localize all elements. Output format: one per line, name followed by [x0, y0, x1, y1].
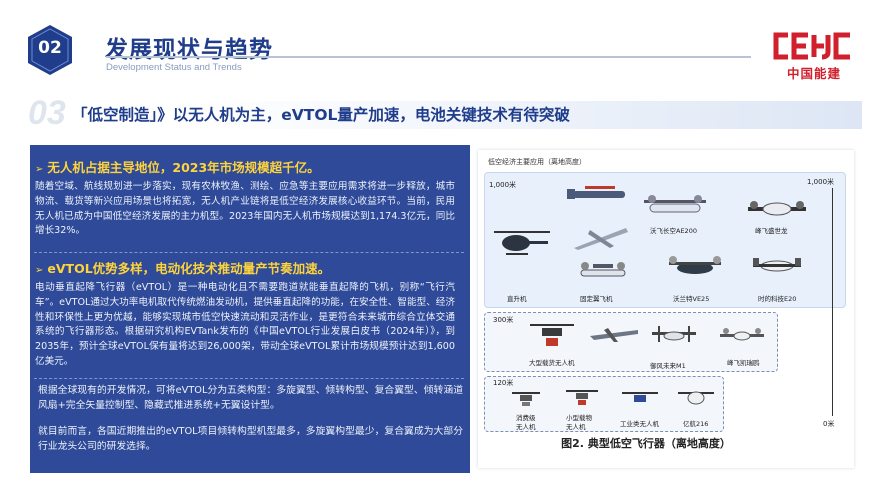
label-ve25: 沃兰特VE25 — [673, 295, 710, 303]
company-logo-icon — [773, 32, 850, 60]
ve25-icon — [669, 256, 721, 274]
zone-1000m — [484, 172, 846, 308]
section-evtol-body: 电动垂直起降飞行器（eVTOL）是一种电动化且不需要跑道就能垂直起降的飞机，别称… — [35, 282, 455, 367]
section-divider — [34, 252, 464, 253]
label-small-cargo-2: 无人机 — [566, 423, 586, 431]
section-drones-title: ➢无人机占据主导地位，2023年市场规模超千亿。 — [35, 157, 455, 176]
section-drones-title-text: 无人机占据主导地位，2023年市场规模超千亿。 — [47, 160, 320, 175]
section-drones: ➢无人机占据主导地位，2023年市场规模超千亿。 随着空域、航线规划进一步落实，… — [35, 157, 455, 239]
label-helicopter: 直升机 — [507, 295, 527, 303]
figure-small-title: 低空经济主要应用（离地高度） — [488, 158, 586, 166]
paragraph-configurations: 根据全球现有的开发情况，可将eVTOL分为五类构型：多旋翼型、倾转构型、复合翼型… — [38, 385, 463, 411]
label-consumer-2: 无人机 — [516, 423, 536, 431]
content-panel — [30, 145, 470, 473]
section-number: 02 — [38, 38, 62, 58]
headline-number: 03 — [28, 94, 66, 132]
section-drones-body: 随着空域、航线规划进一步落实，现有农林牧渔、测绘、应急等主要应用需求将进一步释放… — [35, 181, 455, 237]
altitude-axis — [832, 188, 833, 416]
bullet-arrow-icon: ➢ — [35, 265, 44, 276]
section-badge-shape — [28, 25, 72, 75]
altitude-1000-left: 1,000米 — [489, 181, 517, 189]
altitude-120: 120米 — [493, 379, 514, 387]
altitude-300: 300米 — [493, 316, 514, 324]
label-e20: 时的科技E20 — [758, 295, 797, 303]
label-ae200: 沃飞长空AE200 — [650, 227, 697, 235]
label-industrial: 工业类无人机 — [620, 420, 659, 428]
bullet-arrow-icon: ➢ — [35, 164, 44, 175]
altitude-0: 0米 — [823, 420, 835, 428]
headline-bar — [28, 101, 862, 129]
page-title: 发展现状与趋势 — [105, 37, 273, 63]
m1-icon — [652, 326, 696, 342]
label-m1: 御风未来M1 — [650, 362, 686, 370]
label-small-cargo-1: 小型载物 — [566, 414, 592, 422]
label-shengshilong: 峰飞盛世龙 — [755, 227, 788, 235]
label-cargo-drone: 大型载货无人机 — [529, 359, 575, 367]
shengshilong-icon — [748, 201, 806, 216]
industrial-drone-icon — [622, 392, 658, 402]
title-underline — [106, 56, 751, 58]
label-ehang: 亿航216 — [683, 420, 709, 428]
company-logo-name: 中国能建 — [786, 66, 841, 81]
ehang-icon — [678, 391, 714, 405]
label-kailairuihe: 峰飞凯瑞鸥 — [727, 359, 760, 367]
figure-caption: 图2. 典型低空飞行器（离地高度） — [561, 437, 731, 450]
section-evtol-title-text: eVTOL优势多样，电动化技术推动量产节奏加速。 — [47, 261, 331, 276]
consumer-drone-icon — [512, 392, 540, 406]
kailairuihe-icon — [720, 328, 764, 341]
small-cargo-drone-icon — [566, 390, 598, 405]
zone-300m — [484, 312, 778, 372]
fixed-wing-drone-icon — [574, 228, 628, 250]
fixed-wing-plane-icon — [580, 262, 626, 277]
label-fixed-wing: 固定翼飞机 — [580, 295, 613, 303]
label-consumer-1: 消费级 — [516, 414, 536, 422]
page-subtitle: Development Status and Trends — [106, 62, 242, 73]
paragraph-trends: 就目前而言，各国近期推出的eVTOL项目倾转构型机型最多，多旋翼构型最少，复合翼… — [38, 426, 463, 452]
cargo-drone-icon — [530, 324, 574, 346]
section-evtol: ➢eVTOL优势多样，电动化技术推动量产节奏加速。 电动垂直起降飞行器（eVTO… — [35, 258, 455, 370]
headline-text: 「低空制造」》以无人机为主，eVTOL量产加速，电池关键技术有待突破 — [72, 106, 570, 124]
ae200-icon — [644, 195, 706, 213]
swept-wing-drone-icon — [590, 328, 638, 342]
section-divider — [34, 378, 464, 379]
light-plane-icon — [567, 186, 625, 199]
altitude-1000-right: 1,000米 — [807, 178, 835, 186]
e20-icon — [753, 258, 801, 272]
section-evtol-title: ➢eVTOL优势多样，电动化技术推动量产节奏加速。 — [35, 258, 455, 277]
helicopter-icon — [494, 231, 550, 255]
